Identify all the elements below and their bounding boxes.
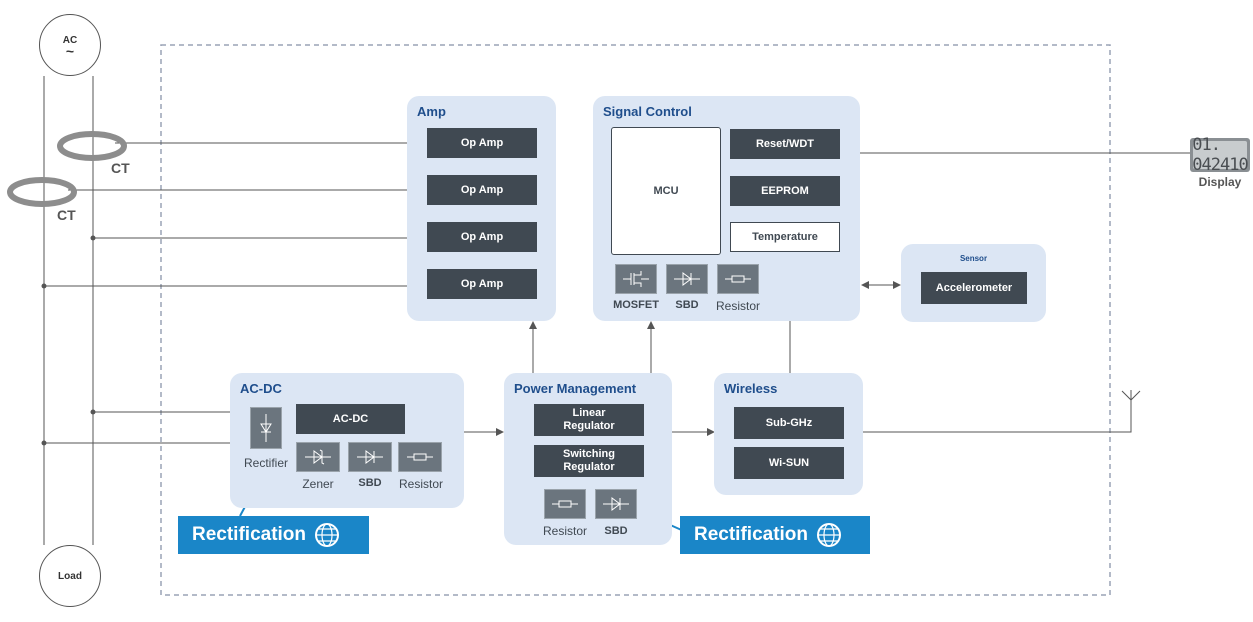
rectification-callout-2[interactable]: Rectification: [680, 516, 870, 554]
resistor-label: Resistor: [542, 524, 587, 538]
resistor-icon: [398, 442, 442, 472]
sensor-title: Sensor: [959, 254, 988, 263]
sub-ghz-chip: Sub-GHz: [734, 407, 844, 439]
ac-source-label: AC: [62, 34, 78, 46]
wi-sun-chip: Wi-SUN: [734, 447, 844, 479]
zener-label: Zener: [302, 477, 334, 491]
ac-symbol: ~: [65, 42, 75, 59]
op-amp-chip-4: Op Amp: [427, 269, 537, 299]
ct-label-2: CT: [57, 207, 76, 223]
amp-panel: Amp Op Amp Op Amp Op Amp Op Amp: [407, 96, 556, 321]
resistor-label: Resistor: [398, 477, 443, 491]
rectification-callout-label: Rectification: [694, 524, 809, 545]
mcu-block: MCU: [611, 127, 721, 255]
rectifier-label: Rectifier: [243, 456, 288, 470]
power-management-title: Power Management: [514, 381, 637, 396]
resistor-icon: [544, 489, 586, 519]
op-amp-chip-2: Op Amp: [427, 175, 537, 205]
resistor-icon: [717, 264, 759, 294]
sbd-icon: [666, 264, 708, 294]
sbd-icon: [348, 442, 392, 472]
load-label: Load: [58, 570, 82, 582]
power-management-panel: Power Management Linear Regulator Switch…: [504, 373, 672, 545]
sbd-label: SBD: [675, 299, 699, 311]
mosfet-label: MOSFET: [613, 299, 659, 311]
ct-ring-1: [57, 131, 127, 161]
ct-label-1: CT: [111, 160, 130, 176]
reset-wdt-chip: Reset/WDT: [730, 129, 840, 159]
display-label: Display: [1198, 175, 1242, 189]
wireless-title: Wireless: [724, 381, 778, 396]
resistor-label: Resistor: [715, 299, 760, 313]
op-amp-chip-3: Op Amp: [427, 222, 537, 252]
amp-title: Amp: [417, 104, 446, 119]
ac-dc-panel: AC-DC AC-DC Rectifier Zener SBD Resistor: [230, 373, 464, 508]
load-node: Load: [39, 545, 101, 607]
sensor-panel: Sensor Accelerometer: [901, 244, 1046, 322]
ac-dc-title: AC-DC: [240, 381, 282, 396]
display-readout: 01. 042410: [1192, 135, 1248, 175]
sbd-label: SBD: [358, 477, 382, 489]
signal-control-title: Signal Control: [603, 104, 692, 119]
op-amp-chip-1: Op Amp: [427, 128, 537, 158]
sbd-label: SBD: [604, 525, 628, 537]
display-lcd: 01. 042410: [1190, 135, 1250, 175]
accelerometer-chip: Accelerometer: [921, 272, 1027, 304]
eeprom-chip: EEPROM: [730, 176, 840, 206]
ct-ring-2: [7, 177, 77, 207]
rectification-callout-1[interactable]: Rectification: [178, 516, 369, 554]
rectification-callout-label: Rectification: [192, 524, 307, 545]
globe-icon: [315, 523, 340, 547]
switching-regulator-chip: Switching Regulator: [534, 445, 644, 477]
globe-icon: [817, 523, 842, 547]
mosfet-icon: [615, 264, 657, 294]
temperature-chip: Temperature: [730, 222, 840, 252]
signal-control-panel: Signal Control MCU Reset/WDT EEPROM Temp…: [593, 96, 860, 321]
system-boundary: [160, 44, 1111, 596]
rectifier-icon: [250, 407, 282, 449]
ac-source: AC ~: [39, 14, 101, 76]
ac-dc-chip: AC-DC: [296, 404, 405, 434]
linear-regulator-chip: Linear Regulator: [534, 404, 644, 436]
wireless-panel: Wireless Sub-GHz Wi-SUN: [714, 373, 863, 495]
zener-icon: [296, 442, 340, 472]
sbd-icon: [595, 489, 637, 519]
